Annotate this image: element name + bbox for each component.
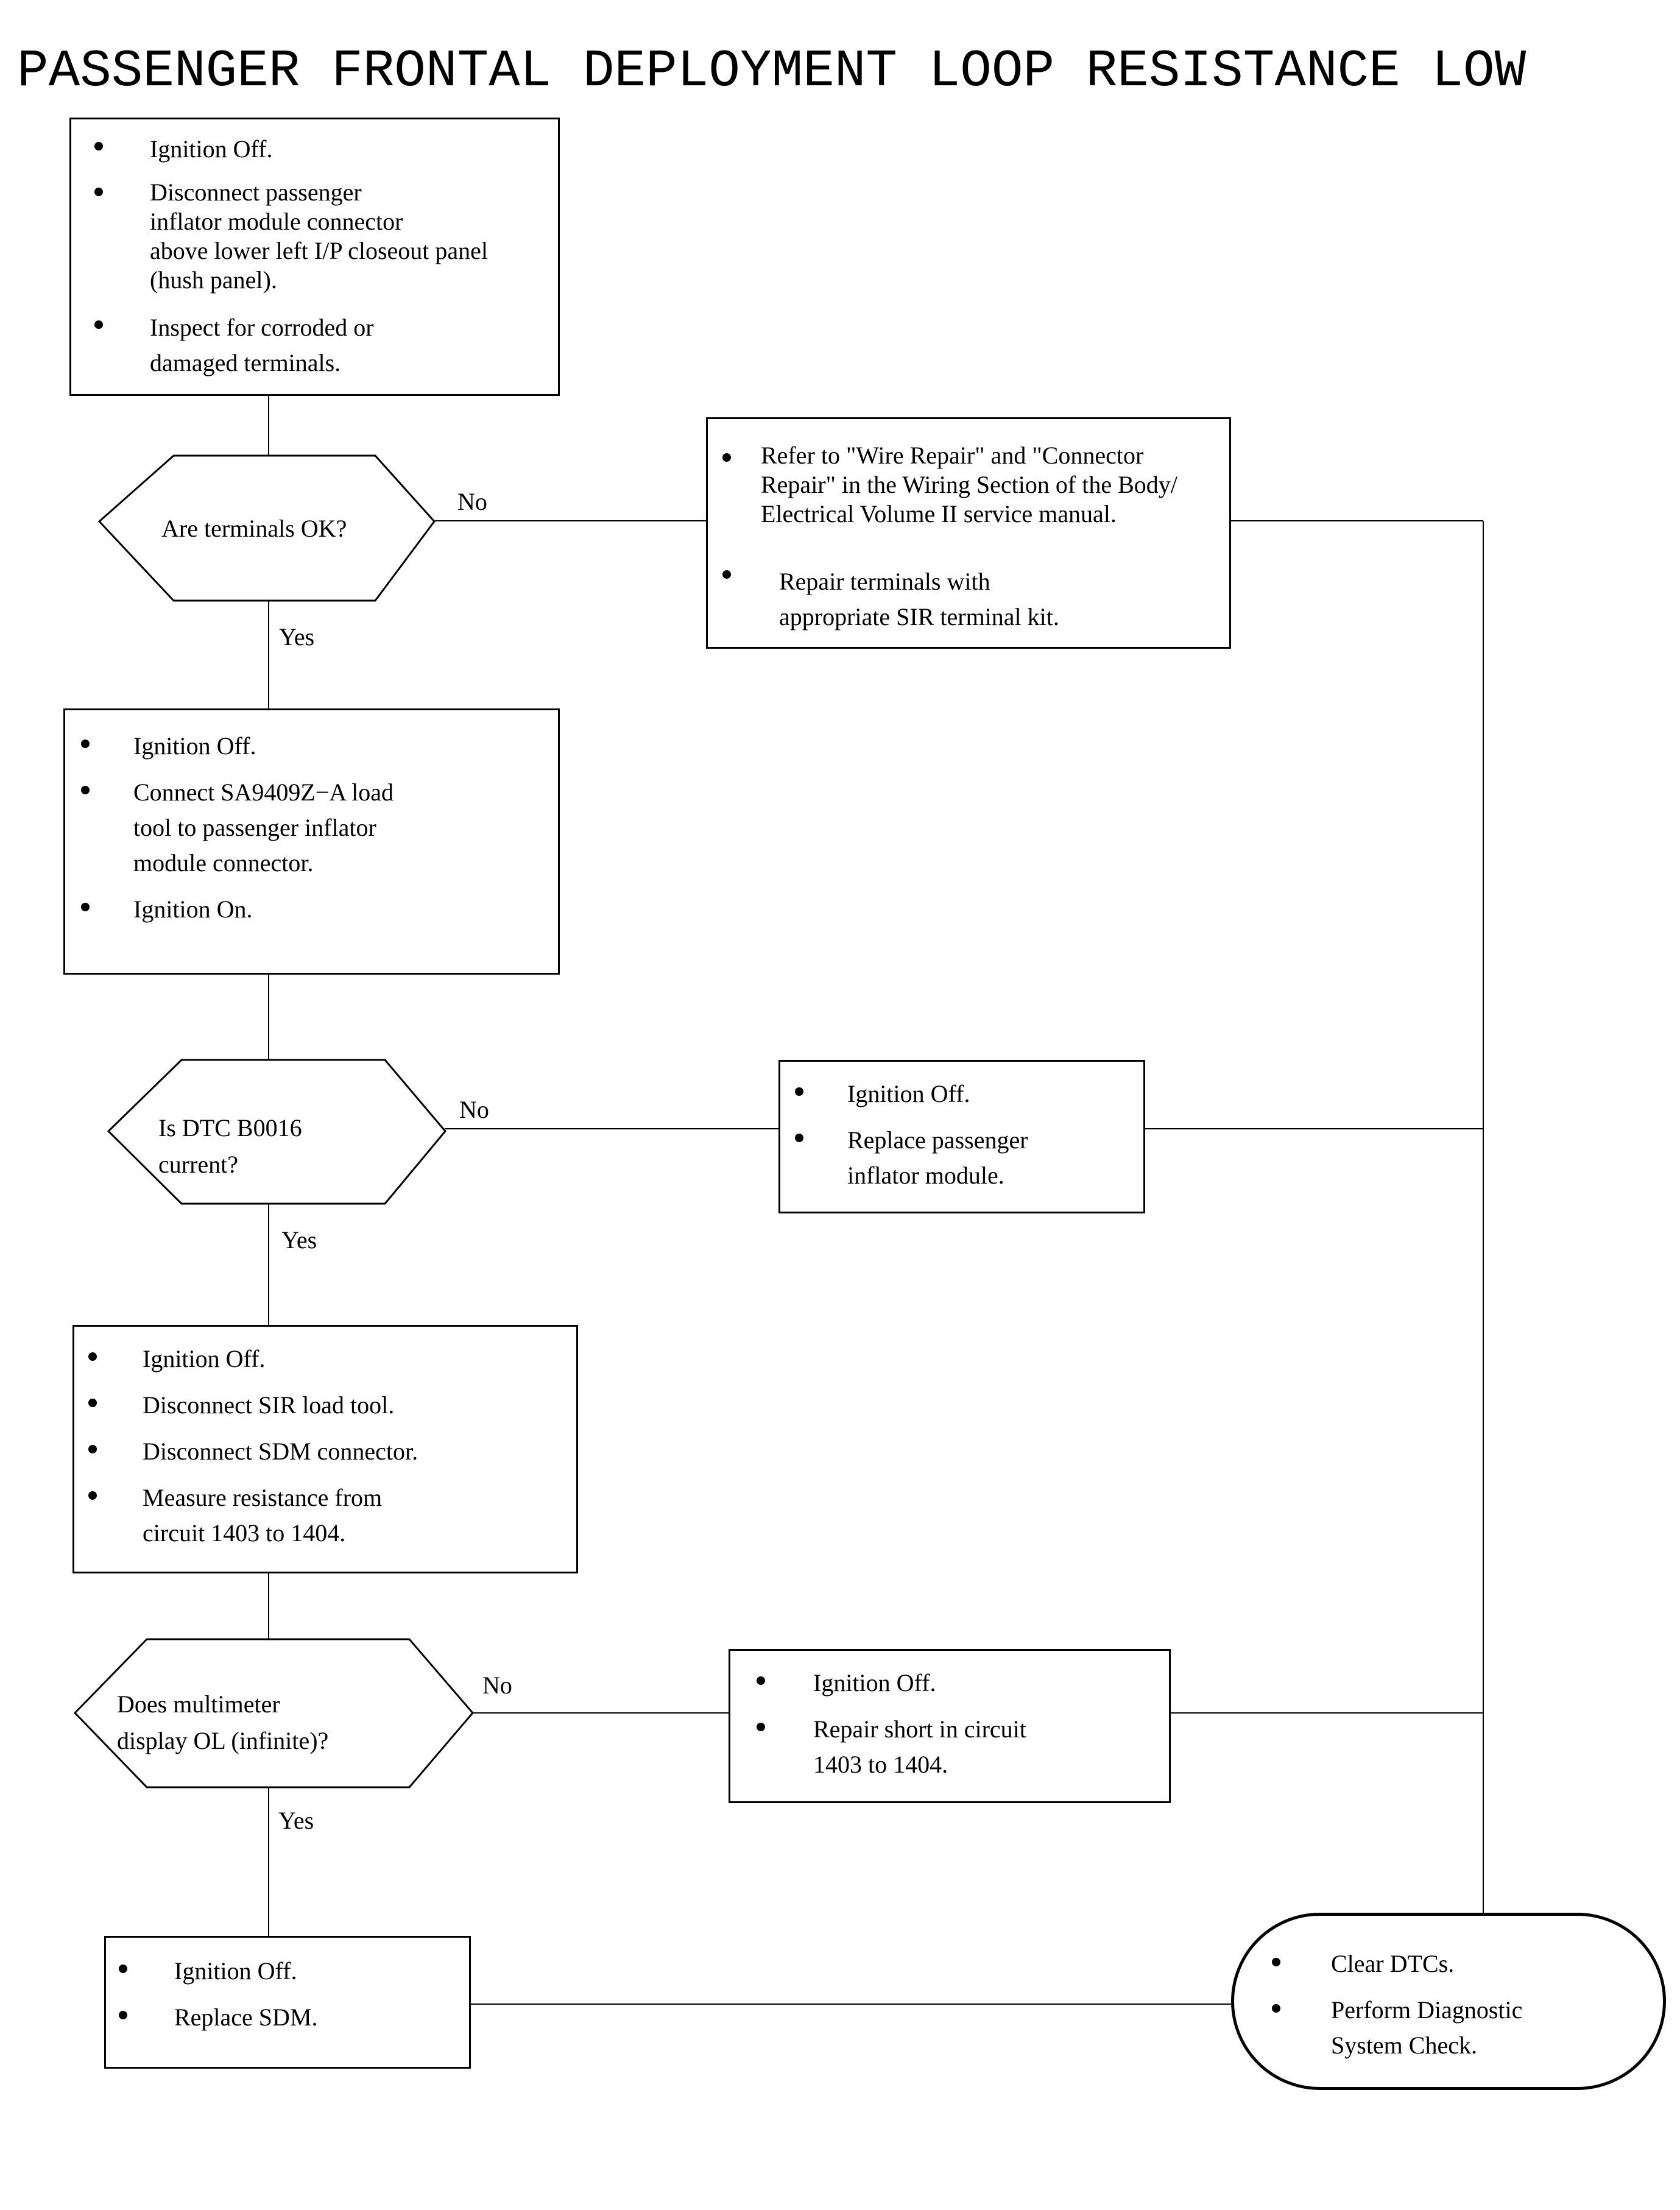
final-item-2: Perform Diagnostic System Check. — [1331, 1996, 1523, 2059]
step3-item-2: Disconnect SIR load tool. — [143, 1391, 395, 1419]
step1-item-1: Ignition Off. — [150, 135, 273, 163]
step1-box: Ignition Off. Disconnect passenger infla… — [69, 118, 560, 396]
bullet-icon — [81, 786, 90, 794]
decision-dtc-current-shape — [107, 1059, 446, 1205]
step3-item-1: Ignition Off. — [143, 1345, 266, 1372]
repair-terminals-box: Refer to "Wire Repair" and "Connector Re… — [706, 417, 1231, 649]
no-label: No — [457, 488, 487, 515]
bullet-icon — [795, 1134, 803, 1142]
repair-short-item-1: Ignition Off. — [813, 1669, 936, 1696]
decision-dtc-current-text: Is DTC B0016 current? — [158, 1114, 302, 1178]
final-step-terminal: Clear DTCs. Perform Diagnostic System Ch… — [1231, 1913, 1666, 2090]
no-label: No — [482, 1672, 512, 1699]
decision-terminals-ok-text: Are terminals OK? — [161, 515, 347, 542]
yes-label: Yes — [281, 1226, 317, 1254]
step2-box: Ignition Off. Connect SA9409Z−A load too… — [63, 708, 560, 975]
replace-sdm-item-2: Replace SDM. — [174, 2003, 318, 2031]
repair-terminals-item-2: Repair terminals with appropriate SIR te… — [779, 568, 1059, 630]
bullet-icon — [722, 570, 731, 579]
bullet-icon — [757, 1723, 765, 1731]
bullet-icon — [88, 1491, 97, 1500]
bullet-icon — [94, 142, 103, 150]
replace-sdm-box: Ignition Off. Replace SDM. — [104, 1936, 471, 2069]
bullet-icon — [88, 1445, 97, 1453]
bullet-icon — [94, 188, 103, 196]
bullet-icon — [722, 453, 731, 462]
bullet-icon — [88, 1352, 97, 1361]
step2-item-1: Ignition Off. — [133, 732, 256, 760]
repair-terminals-item-1: Refer to "Wire Repair" and "Connector Re… — [761, 442, 1177, 528]
final-item-1: Clear DTCs. — [1331, 1950, 1455, 1977]
bullet-icon — [81, 740, 90, 748]
yes-label: Yes — [278, 1807, 314, 1834]
bullet-icon — [1272, 2004, 1280, 2013]
decision-terminals-ok-shape — [97, 454, 436, 602]
step3-item-4: Measure resistance from circuit 1403 to … — [143, 1484, 383, 1547]
yes-label: Yes — [279, 623, 315, 651]
step1-item-3: Inspect for corroded or damaged terminal… — [150, 314, 374, 376]
bullet-icon — [119, 1965, 127, 1973]
no-label: No — [459, 1096, 489, 1123]
bullet-icon — [88, 1399, 97, 1407]
bullet-icon — [795, 1087, 803, 1096]
bullet-icon — [119, 2011, 127, 2019]
bullet-icon — [1272, 1958, 1280, 1966]
repair-short-item-2: Repair short in circuit 1403 to 1404. — [813, 1715, 1026, 1778]
replace-inflator-item-1: Ignition Off. — [847, 1080, 970, 1107]
step3-box: Ignition Off. Disconnect SIR load tool. … — [72, 1325, 578, 1573]
bullet-icon — [757, 1676, 765, 1685]
step1-item-2: Disconnect passenger inflator module con… — [150, 178, 488, 294]
decision-multimeter-shape — [73, 1638, 474, 1788]
replace-inflator-item-2: Replace passenger inflator module. — [847, 1126, 1028, 1189]
replace-sdm-item-1: Ignition Off. — [174, 1957, 297, 1985]
page-title: PASSENGER FRONTAL DEPLOYMENT LOOP RESIST… — [17, 41, 1526, 101]
bullet-icon — [94, 320, 103, 329]
step2-item-2: Connect SA9409Z−A load tool to passenger… — [133, 778, 394, 877]
repair-short-box: Ignition Off. Repair short in circuit 14… — [729, 1649, 1171, 1803]
step2-item-3: Ignition On. — [133, 895, 253, 923]
step3-item-3: Disconnect SDM connector. — [143, 1438, 418, 1465]
decision-multimeter-text: Does multimeter display OL (infinite)? — [117, 1690, 329, 1754]
replace-inflator-box: Ignition Off. Replace passenger inflator… — [778, 1060, 1145, 1213]
bullet-icon — [81, 903, 90, 911]
